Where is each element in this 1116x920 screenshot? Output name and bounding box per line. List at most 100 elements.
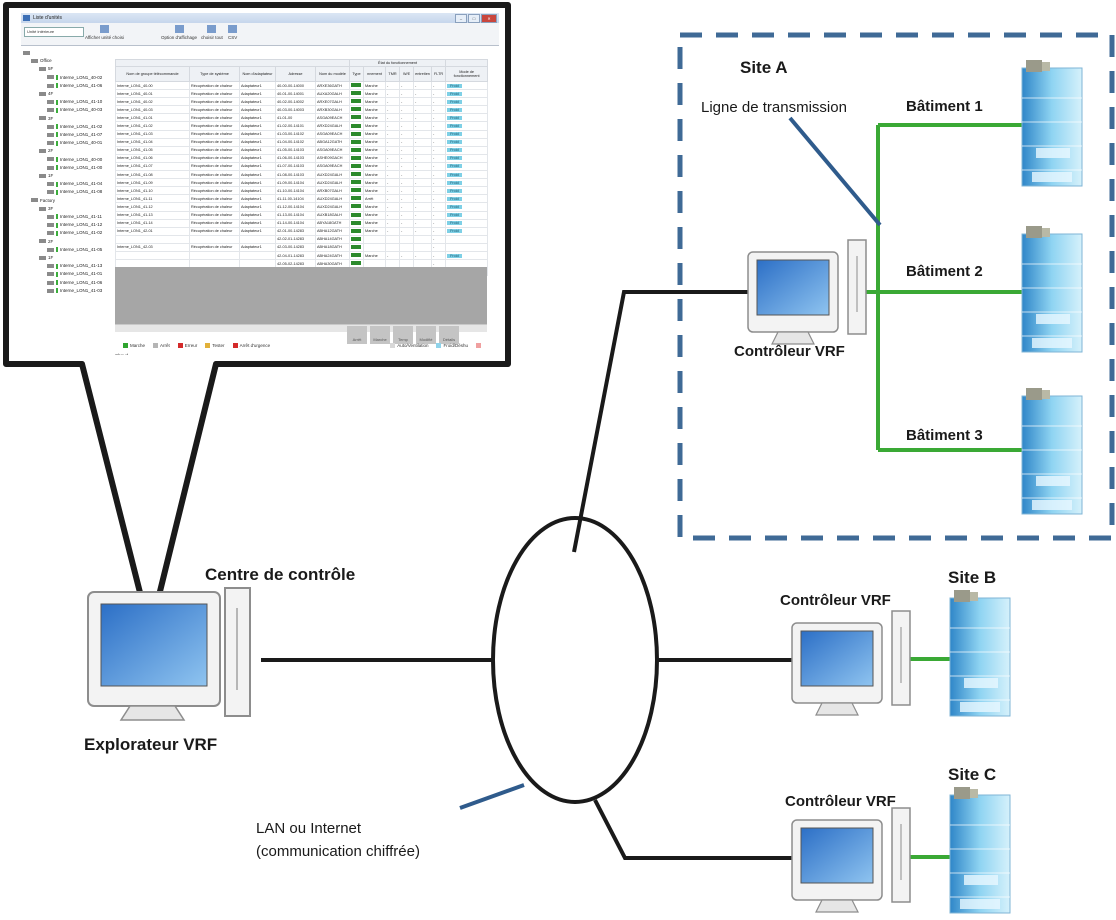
column-header[interactable]: Adresse: [275, 66, 316, 82]
tree-node[interactable]: Interne_LON1_41-12: [23, 221, 111, 229]
tree-node[interactable]: Interne_LON1_40-00: [23, 156, 111, 164]
column-header[interactable]: nnement: [363, 66, 387, 82]
unit-type-select[interactable]: Unité intérieure: [24, 27, 84, 37]
action-button[interactable]: Temp: [393, 326, 413, 344]
tree-node[interactable]: Interne_LON1_41-02: [23, 229, 111, 237]
tree-node[interactable]: Interne_LON1_41-02: [23, 123, 111, 131]
tree-node[interactable]: Interne_LON1_41-00: [23, 164, 111, 172]
unit-status-icon: [56, 132, 58, 138]
tree-node[interactable]: 1F: [23, 254, 111, 262]
tree-node[interactable]: Interne_LON1_41-01: [23, 270, 111, 278]
tree-node[interactable]: Interne_LON1_41-05: [23, 246, 111, 254]
tree-node[interactable]: Interne_LON1_41-07: [23, 131, 111, 139]
show-selected-button[interactable]: Afficher unité choisi: [85, 25, 124, 40]
folder-icon: [47, 272, 54, 277]
tree-node[interactable]: 2F: [23, 147, 111, 155]
table-cell: Adaptateur1: [239, 89, 276, 99]
tree-node[interactable]: 3F: [23, 205, 111, 213]
table-cell: -: [385, 178, 401, 188]
column-header[interactable]: FLTR: [431, 66, 447, 82]
mode-cell: [445, 234, 489, 244]
tree-node-label: Interne_LON1_41-06: [60, 279, 103, 285]
tree-node[interactable]: Interne_LON1_41-11: [23, 213, 111, 221]
column-header[interactable]: Type de système: [189, 66, 240, 82]
action-button[interactable]: Marche: [370, 326, 390, 344]
table-cell: -: [431, 226, 447, 236]
monitor-icon: [791, 807, 911, 913]
tree-node[interactable]: 2F: [23, 238, 111, 246]
tree-node[interactable]: Interne_LON1_40-01: [23, 139, 111, 147]
csv-button[interactable]: CSV: [228, 25, 237, 40]
building-2-label: Bâtiment 2: [906, 263, 983, 280]
table-cell: 41-03-00-14102: [275, 129, 316, 139]
tree-node[interactable]: [23, 49, 111, 57]
tree-node[interactable]: Interne_LON1_41-10: [23, 98, 111, 106]
tree-node-label: Interne_LON1_41-08: [60, 189, 103, 195]
column-header[interactable]: entretien: [413, 66, 433, 82]
tree-node[interactable]: Interne_LON1_41-06: [23, 279, 111, 287]
horizontal-scrollbar[interactable]: [115, 324, 487, 332]
column-header[interactable]: Mode de fonctionnement: [445, 66, 489, 82]
column-header[interactable]: TMR: [385, 66, 401, 82]
table-cell: [413, 242, 433, 252]
maximize-button[interactable]: □: [468, 14, 480, 23]
tree-node[interactable]: Interne_LON1_41-08: [23, 188, 111, 196]
action-button[interactable]: Arrêt: [347, 326, 367, 344]
tree-node[interactable]: Interne_LON1_40-03: [23, 106, 111, 114]
legend-label: Chaud: [115, 353, 128, 355]
action-button[interactable]: Détails: [439, 326, 459, 344]
column-header[interactable]: Nom d'adaptateur: [239, 66, 276, 82]
select-all-button[interactable]: choisir tout: [201, 25, 223, 40]
tree-node[interactable]: 1F: [23, 172, 111, 180]
action-button[interactable]: Modifié: [416, 326, 436, 344]
tree-node-label: Interne_LON1_41-10: [60, 99, 103, 105]
table-cell: -: [431, 97, 447, 107]
column-header[interactable]: Nom du modèle: [314, 66, 351, 82]
column-header[interactable]: W/E: [399, 66, 415, 82]
column-header[interactable]: Nom de groupe télécommande: [115, 66, 190, 82]
close-button[interactable]: ✕: [481, 14, 497, 23]
tree-node[interactable]: 4F: [23, 90, 111, 98]
minimize-button[interactable]: –: [455, 14, 467, 23]
tree-node[interactable]: Interne_LON1_41-03: [23, 287, 111, 295]
mode-badge: Froid: [447, 91, 462, 96]
tree-node[interactable]: Interne_LON1_41-04: [23, 180, 111, 188]
building-icon: [1021, 387, 1083, 515]
tree-node[interactable]: Office: [23, 57, 111, 65]
unit-status-icon: [56, 74, 58, 80]
tree-node[interactable]: Interne_LON1_40-02: [23, 74, 111, 82]
tree-node[interactable]: Interne_LON1_41-06: [23, 82, 111, 90]
mode-cell: Froid: [445, 218, 489, 228]
tree-node[interactable]: 3F: [23, 115, 111, 123]
tree-node[interactable]: Interne_LON1_41-13: [23, 262, 111, 270]
tree-node[interactable]: 5F: [23, 65, 111, 73]
column-header[interactable]: Type: [349, 66, 365, 82]
tree-node[interactable]: Factory: [23, 197, 111, 205]
network-label-line1: LAN ou Internet: [256, 820, 362, 837]
display-options-button[interactable]: Option d'affichage: [161, 25, 197, 40]
table-cell: Récupération de chaleur: [189, 178, 240, 188]
